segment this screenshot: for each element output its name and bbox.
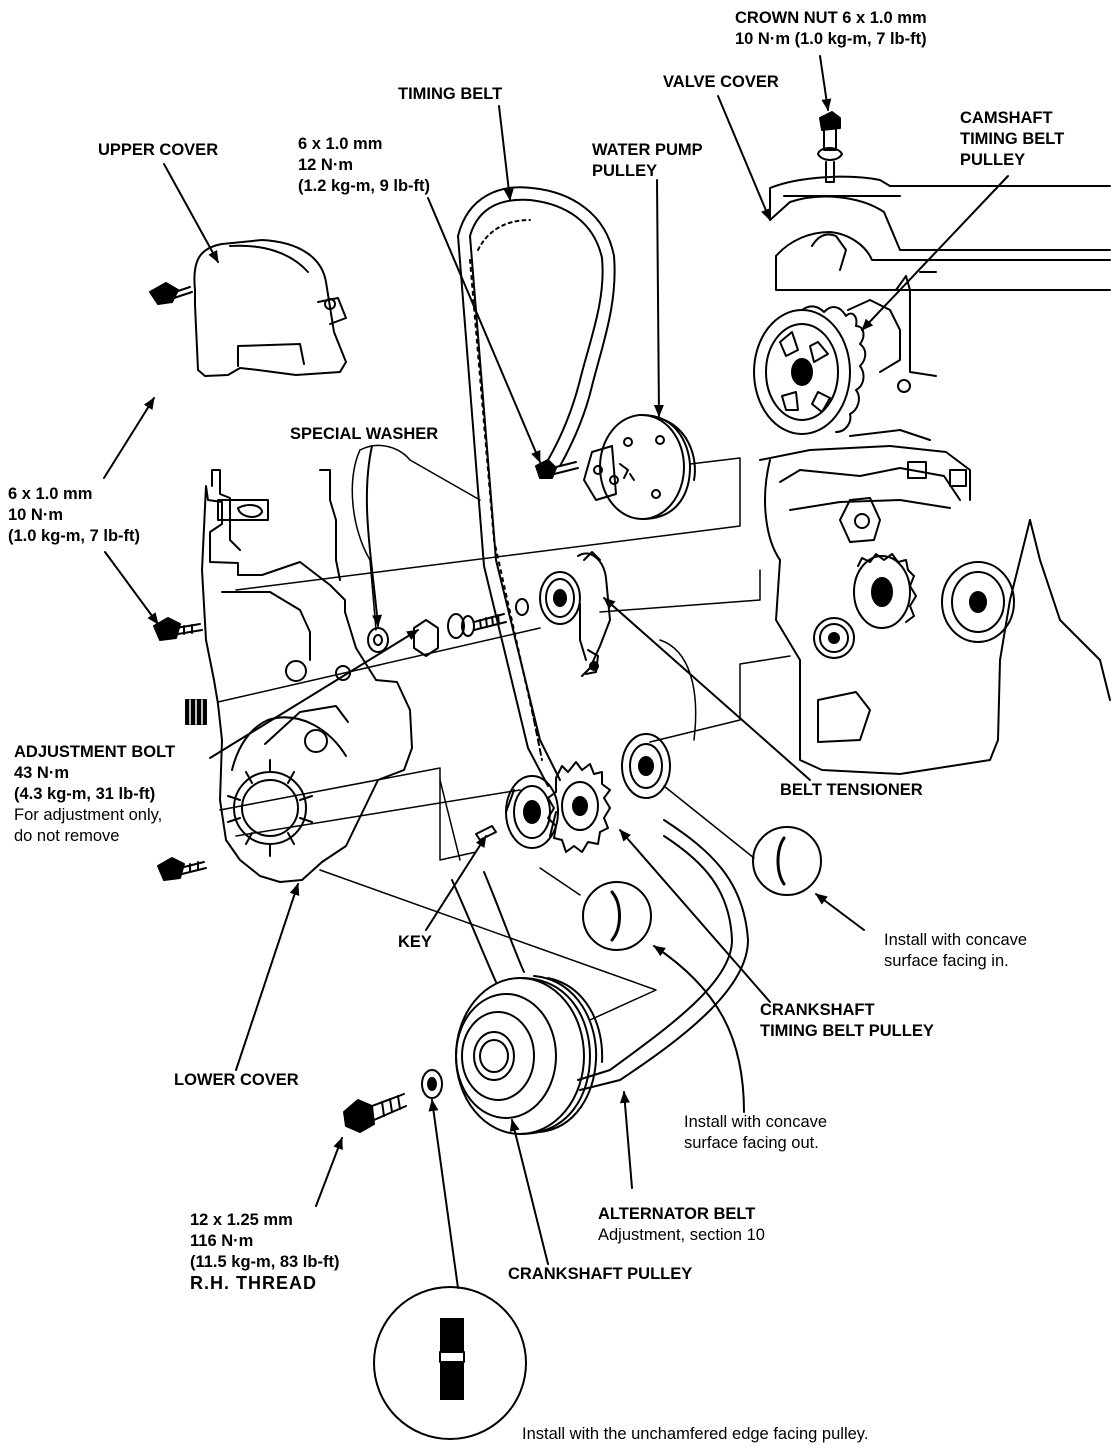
special-washer-label: SPECIAL WASHER xyxy=(290,425,439,443)
special-washer-part xyxy=(367,627,389,653)
lower-cover-label: LOWER COVER xyxy=(174,1071,299,1089)
belt-tensioner-part xyxy=(539,551,611,677)
upper-cover-label: UPPER COVER xyxy=(98,141,219,159)
crankshaft-timing-pulley-part xyxy=(547,761,611,853)
guide-plate-inner xyxy=(505,775,559,849)
guide-plate-outer xyxy=(621,733,671,799)
crankshaft-pulley-label: CRANKSHAFT PULLEY xyxy=(508,1265,693,1283)
engine-block-part xyxy=(759,271,1111,775)
lower-cover-bolt-lower xyxy=(157,857,207,881)
assembly-lines xyxy=(217,444,791,1021)
alternator-belt-label: ALTERNATOR BELT Adjustment, section 10 xyxy=(598,1205,765,1244)
crankshaft-pulley-part xyxy=(455,975,604,1135)
woodruff-key-part xyxy=(475,825,497,841)
detail-circle-concave-in xyxy=(752,826,822,896)
crown-nut-part xyxy=(817,111,843,183)
valve-cover-label: VALVE COVER xyxy=(663,73,779,91)
adjustment-bolt-label: ADJUSTMENT BOLT 43 N·m (4.3 kg-m, 31 lb-… xyxy=(14,743,176,845)
upper-cover-part xyxy=(193,239,347,377)
key-label: KEY xyxy=(398,933,432,951)
camshaft-pulley-part xyxy=(753,299,931,441)
upper-cover-bolt xyxy=(149,282,193,305)
alternator-belt-part xyxy=(451,819,749,1091)
detail-circle-unchamfered xyxy=(373,1286,527,1440)
water-pump-part xyxy=(583,414,696,520)
crankshaft-bolt-label: 12 x 1.25 mm 116 N·m (11.5 kg-m, 83 lb-f… xyxy=(190,1211,340,1293)
leader-lines xyxy=(103,55,1009,1289)
timing-belt-part xyxy=(457,186,616,787)
belt-tensioner-label: BELT TENSIONER xyxy=(780,781,923,799)
lower-cover-part xyxy=(201,469,413,883)
lower-cover-grommet xyxy=(185,699,207,725)
adjustment-bolt-part xyxy=(413,598,529,657)
detail-circle-concave-out xyxy=(582,881,652,951)
unchamfered-edge-note: Install with the unchamfered edge facing… xyxy=(522,1425,869,1443)
valve-cover-part xyxy=(769,175,1111,291)
water-pump-bolt xyxy=(535,459,579,479)
crankshaft-bolt-part xyxy=(343,1069,443,1133)
timing-belt-label: TIMING BELT xyxy=(398,85,503,103)
lower-cover-bolt-upper xyxy=(153,617,203,641)
